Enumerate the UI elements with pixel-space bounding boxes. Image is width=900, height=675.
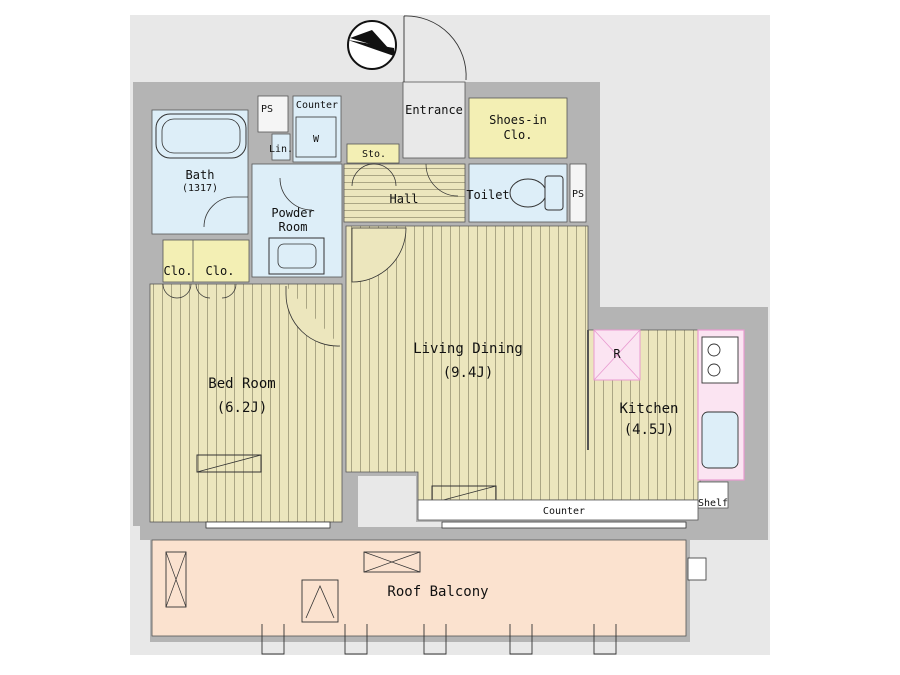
north-arrow-icon bbox=[347, 20, 397, 70]
kitchen-label: Kitchen bbox=[619, 401, 678, 417]
living-dining-size: (9.4J) bbox=[443, 365, 494, 381]
hall-label: Hall bbox=[390, 192, 419, 206]
balcony-unit-x bbox=[363, 551, 421, 573]
shelf bbox=[697, 481, 729, 509]
pipe-space-right bbox=[569, 163, 587, 223]
shoes-in-label-1: Shoes-in bbox=[489, 113, 547, 127]
closet-1-label: Clo. bbox=[164, 264, 193, 278]
bedroom-door-swing bbox=[285, 286, 341, 347]
kitchen-size: (4.5J) bbox=[624, 422, 675, 438]
bedroom-size: (6.2J) bbox=[217, 400, 268, 416]
linen-closet bbox=[271, 133, 291, 161]
entrance-label: Entrance bbox=[405, 103, 463, 117]
balcony-drains bbox=[261, 624, 617, 655]
refrigerator-label: R bbox=[613, 347, 621, 361]
burner-2 bbox=[707, 363, 721, 377]
balcony-box bbox=[687, 557, 707, 581]
bathtub-inner bbox=[161, 118, 241, 154]
bath-door-swing bbox=[203, 196, 248, 228]
kitchen-sink bbox=[701, 411, 739, 469]
storage-label: Sto. bbox=[362, 149, 386, 160]
bedroom-window bbox=[205, 521, 331, 529]
living-window bbox=[441, 521, 687, 529]
powder-room-label-2: Room bbox=[279, 220, 308, 234]
balcony-vent-left bbox=[165, 551, 187, 608]
aircon-bedroom bbox=[196, 454, 262, 473]
counter-bottom bbox=[417, 499, 699, 521]
closet-door-swings bbox=[162, 283, 237, 299]
toilet-label: Toilet bbox=[466, 188, 509, 202]
ps-left-label: PS bbox=[261, 104, 273, 115]
outdoor-unit bbox=[301, 579, 339, 623]
burner-1 bbox=[707, 343, 721, 357]
shoes-in-label-2: Clo. bbox=[504, 128, 533, 142]
powder-room-label-1: Powder bbox=[271, 206, 314, 220]
outdoor-unit-mark bbox=[305, 585, 335, 619]
storage-door-swing bbox=[351, 163, 397, 187]
living-door-swing bbox=[351, 227, 407, 283]
aircon-bedroom-diag bbox=[196, 454, 262, 473]
counter-bottom-label: Counter bbox=[543, 506, 585, 517]
toilet-bowl bbox=[509, 178, 547, 208]
stove bbox=[701, 336, 739, 384]
balcony-vent-left-x bbox=[165, 551, 187, 608]
bath-label: Bath bbox=[186, 168, 215, 182]
storage-closet bbox=[346, 143, 400, 164]
pipe-space-left bbox=[257, 95, 289, 133]
toilet-tank bbox=[544, 175, 564, 211]
entrance bbox=[402, 81, 466, 159]
living-dining-label: Living Dining bbox=[413, 341, 523, 357]
shoes-in-closet bbox=[468, 97, 568, 159]
refrigerator-diag-2 bbox=[593, 329, 641, 381]
shelf-label: Shelf bbox=[698, 498, 728, 509]
bedroom-label: Bed Room bbox=[208, 376, 275, 392]
washer-pan bbox=[295, 116, 337, 158]
roof-balcony bbox=[151, 539, 687, 637]
closet-2-label: Clo. bbox=[206, 264, 235, 278]
balcony-unit bbox=[363, 551, 421, 573]
bedroom-closets bbox=[162, 239, 250, 283]
washbasin-bowl bbox=[277, 243, 317, 269]
powder-door-swing bbox=[279, 177, 313, 211]
bath-size: (1317) bbox=[182, 183, 218, 194]
counter-top-label: Counter bbox=[296, 100, 338, 111]
washer-label: W bbox=[313, 134, 320, 145]
ps-right-label: PS bbox=[572, 189, 584, 200]
entrance-door-swing bbox=[403, 15, 467, 82]
bathtub bbox=[155, 113, 247, 159]
roof-balcony-label: Roof Balcony bbox=[387, 584, 488, 600]
linen-label: Lin. bbox=[269, 144, 293, 155]
hall-door-swing bbox=[425, 163, 459, 197]
